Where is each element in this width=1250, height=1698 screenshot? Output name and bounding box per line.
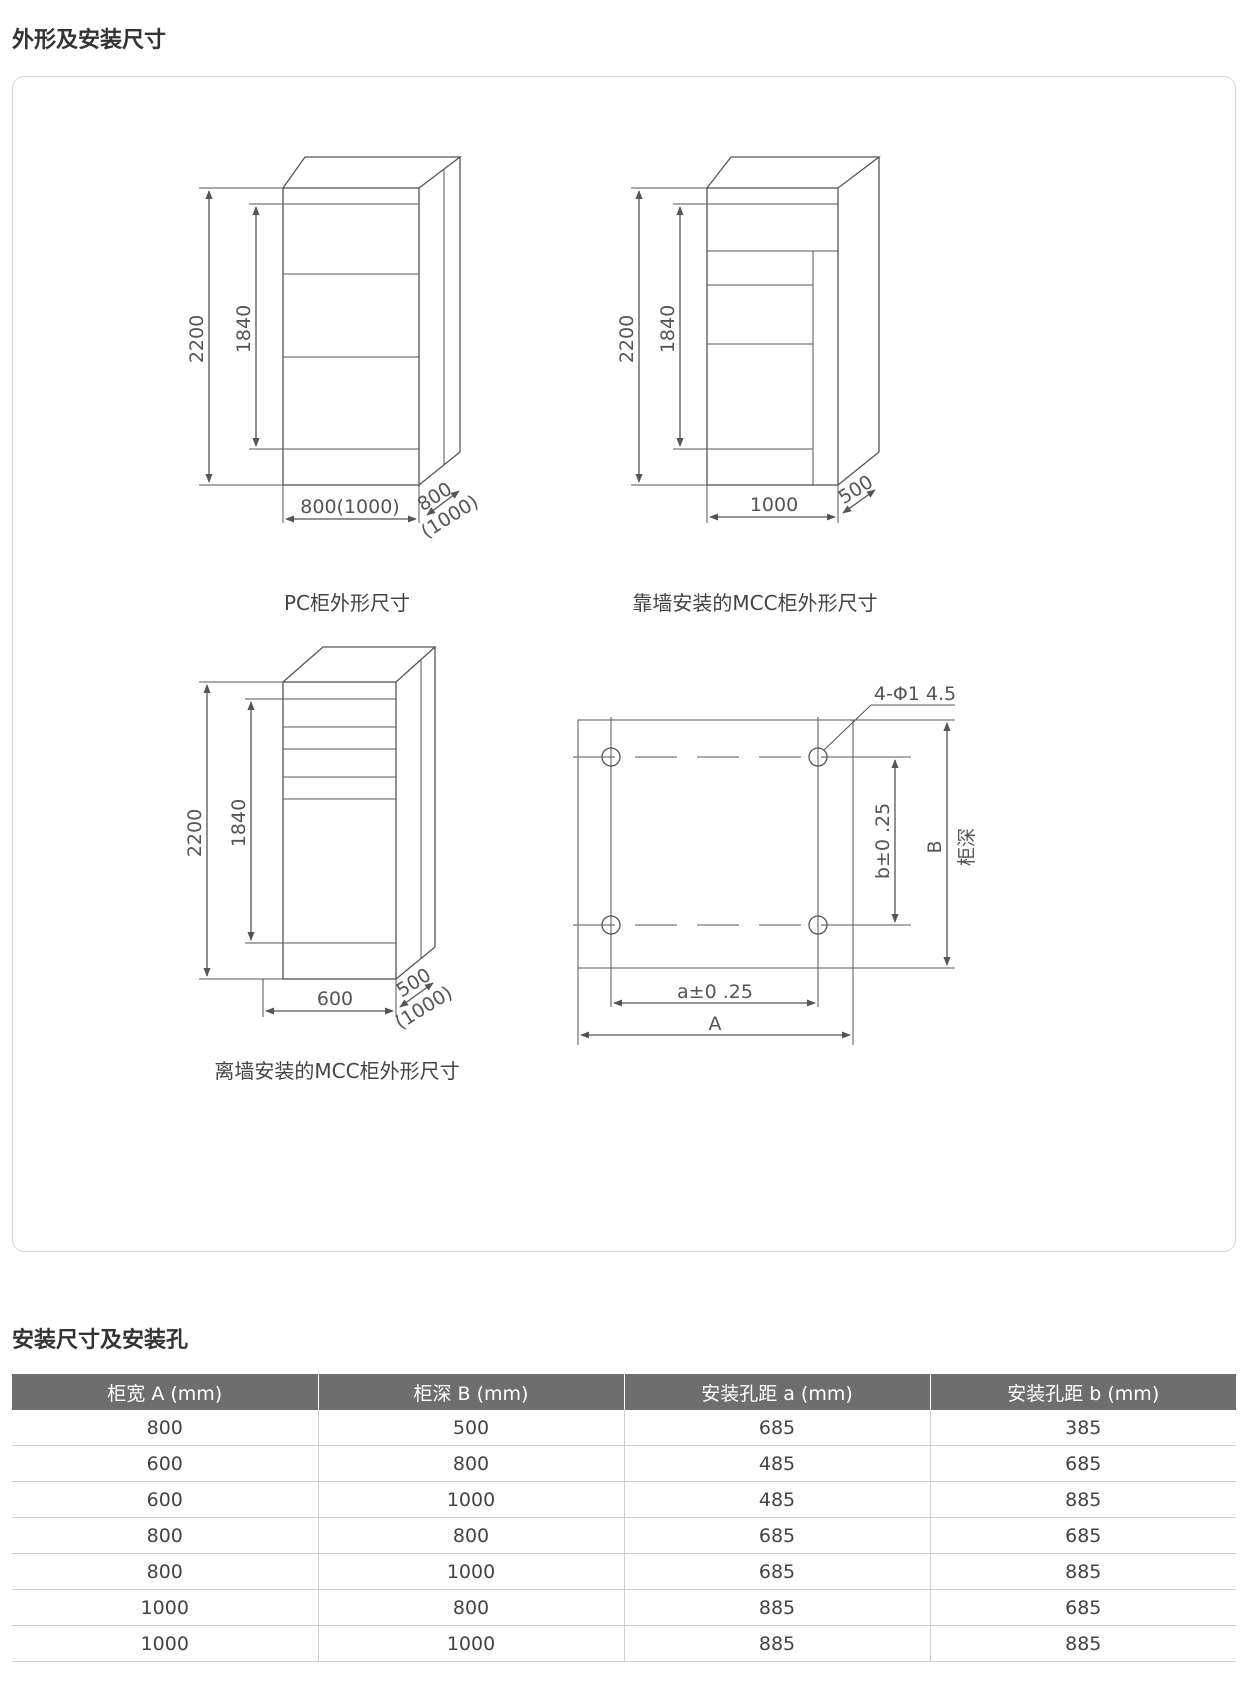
cell-spacing-a: 685 (624, 1553, 931, 1590)
cell-depth: 1000 (318, 1553, 625, 1590)
mcc-wall-width-label: 1000 (750, 494, 798, 516)
hole-spec-label: 4-Φ1 4.5 (874, 683, 956, 705)
pc-height-total-label: 2200 (186, 315, 208, 363)
mcc-free-caption: 离墙安装的MCC柜外形尺寸 (214, 1059, 459, 1083)
header-hole-spacing-a: 安装孔距 a (mm) (624, 1374, 931, 1410)
cell-spacing-b: 885 (930, 1481, 1236, 1518)
cell-depth: 800 (318, 1589, 625, 1626)
cell-width: 800 (12, 1410, 319, 1446)
pc-height-inner-label: 1840 (233, 305, 255, 353)
hole-spacing-b-label: b±0 .25 (872, 803, 894, 879)
mcc-free-width-label: 600 (317, 988, 353, 1010)
table-row: 800 1000 685 885 (12, 1553, 1236, 1590)
cell-depth: 800 (318, 1517, 625, 1554)
mcc-free-drawing: 2200 1840 600 500 (1000) 离墙安装的MCC柜外形尺寸 (184, 646, 460, 1083)
cell-width: 1000 (12, 1589, 319, 1626)
header-cabinet-width: 柜宽 A (mm) (12, 1374, 319, 1410)
dimension-drawings-panel: 2200 1840 800(1000) 800 (1000) PC柜外形尺寸 (12, 76, 1236, 1252)
mcc-free-height-total-label: 2200 (184, 809, 206, 857)
mcc-wall-drawing: 2200 1840 1000 500 靠墙安装的MCC柜外形尺寸 (616, 156, 881, 615)
cell-spacing-b: 685 (930, 1517, 1236, 1554)
table-row: 1000 800 885 685 (12, 1589, 1236, 1626)
cell-spacing-a: 885 (624, 1589, 931, 1626)
cell-spacing-a: 485 (624, 1481, 931, 1518)
pc-cabinet-drawing: 2200 1840 800(1000) 800 (1000) PC柜外形尺寸 (186, 156, 482, 615)
cell-width: 800 (12, 1553, 319, 1590)
cell-width: 600 (12, 1445, 319, 1482)
mcc-wall-height-total-label: 2200 (616, 315, 638, 363)
table-header-row: 柜宽 A (mm) 柜深 B (mm) 安装孔距 a (mm) 安装孔距 b (… (12, 1374, 1236, 1410)
cell-width: 1000 (12, 1625, 319, 1662)
cell-spacing-b: 685 (930, 1589, 1236, 1626)
cell-spacing-b: 385 (930, 1410, 1236, 1446)
cell-spacing-a: 685 (624, 1410, 931, 1446)
table-row: 600 800 485 685 (12, 1445, 1236, 1482)
table-row: 1000 1000 885 885 (12, 1625, 1236, 1662)
width-A-label: A (709, 1013, 722, 1035)
mounting-hole-icon (808, 915, 828, 935)
section-title-dimensions: 外形及安装尺寸 (12, 28, 167, 53)
header-cabinet-depth: 柜深 B (mm) (318, 1374, 625, 1410)
cell-width: 800 (12, 1517, 319, 1554)
pc-width-label: 800(1000) (300, 496, 399, 518)
header-hole-spacing-b: 安装孔距 b (mm) (930, 1374, 1236, 1410)
depth-B-label: B (924, 840, 946, 853)
table-row: 600 1000 485 885 (12, 1481, 1236, 1518)
mcc-wall-caption: 靠墙安装的MCC柜外形尺寸 (632, 591, 877, 615)
cell-spacing-b: 885 (930, 1553, 1236, 1590)
mcc-free-height-inner-label: 1840 (228, 799, 250, 847)
cell-spacing-a: 685 (624, 1517, 931, 1554)
cell-depth: 1000 (318, 1481, 625, 1518)
mounting-hole-icon (601, 747, 621, 767)
mounting-hole-icon (808, 747, 828, 767)
cell-spacing-b: 685 (930, 1445, 1236, 1482)
installation-table: 柜宽 A (mm) 柜深 B (mm) 安装孔距 a (mm) 安装孔距 b (… (12, 1374, 1236, 1662)
pc-caption: PC柜外形尺寸 (284, 591, 410, 615)
cell-spacing-a: 885 (624, 1625, 931, 1662)
depth-name-label: 柜深 (956, 828, 978, 866)
table-row: 800 800 685 685 (12, 1517, 1236, 1554)
cell-spacing-a: 485 (624, 1445, 931, 1482)
hole-spacing-a-label: a±0 .25 (677, 981, 753, 1003)
mcc-wall-height-inner-label: 1840 (657, 305, 679, 353)
cell-spacing-b: 885 (930, 1625, 1236, 1662)
cell-depth: 1000 (318, 1625, 625, 1662)
mounting-hole-icon (601, 915, 621, 935)
dimension-drawings: 2200 1840 800(1000) 800 (1000) PC柜外形尺寸 (184, 156, 978, 1083)
cell-width: 600 (12, 1481, 319, 1518)
section-title-installation: 安装尺寸及安装孔 (12, 1328, 189, 1353)
cell-depth: 800 (318, 1445, 625, 1482)
table-row: 800 500 685 385 (12, 1410, 1236, 1446)
cell-depth: 500 (318, 1410, 625, 1446)
mounting-holes-drawing: 4-Φ1 4.5 b±0 .25 B 柜深 a±0 .25 A (573, 683, 978, 1045)
